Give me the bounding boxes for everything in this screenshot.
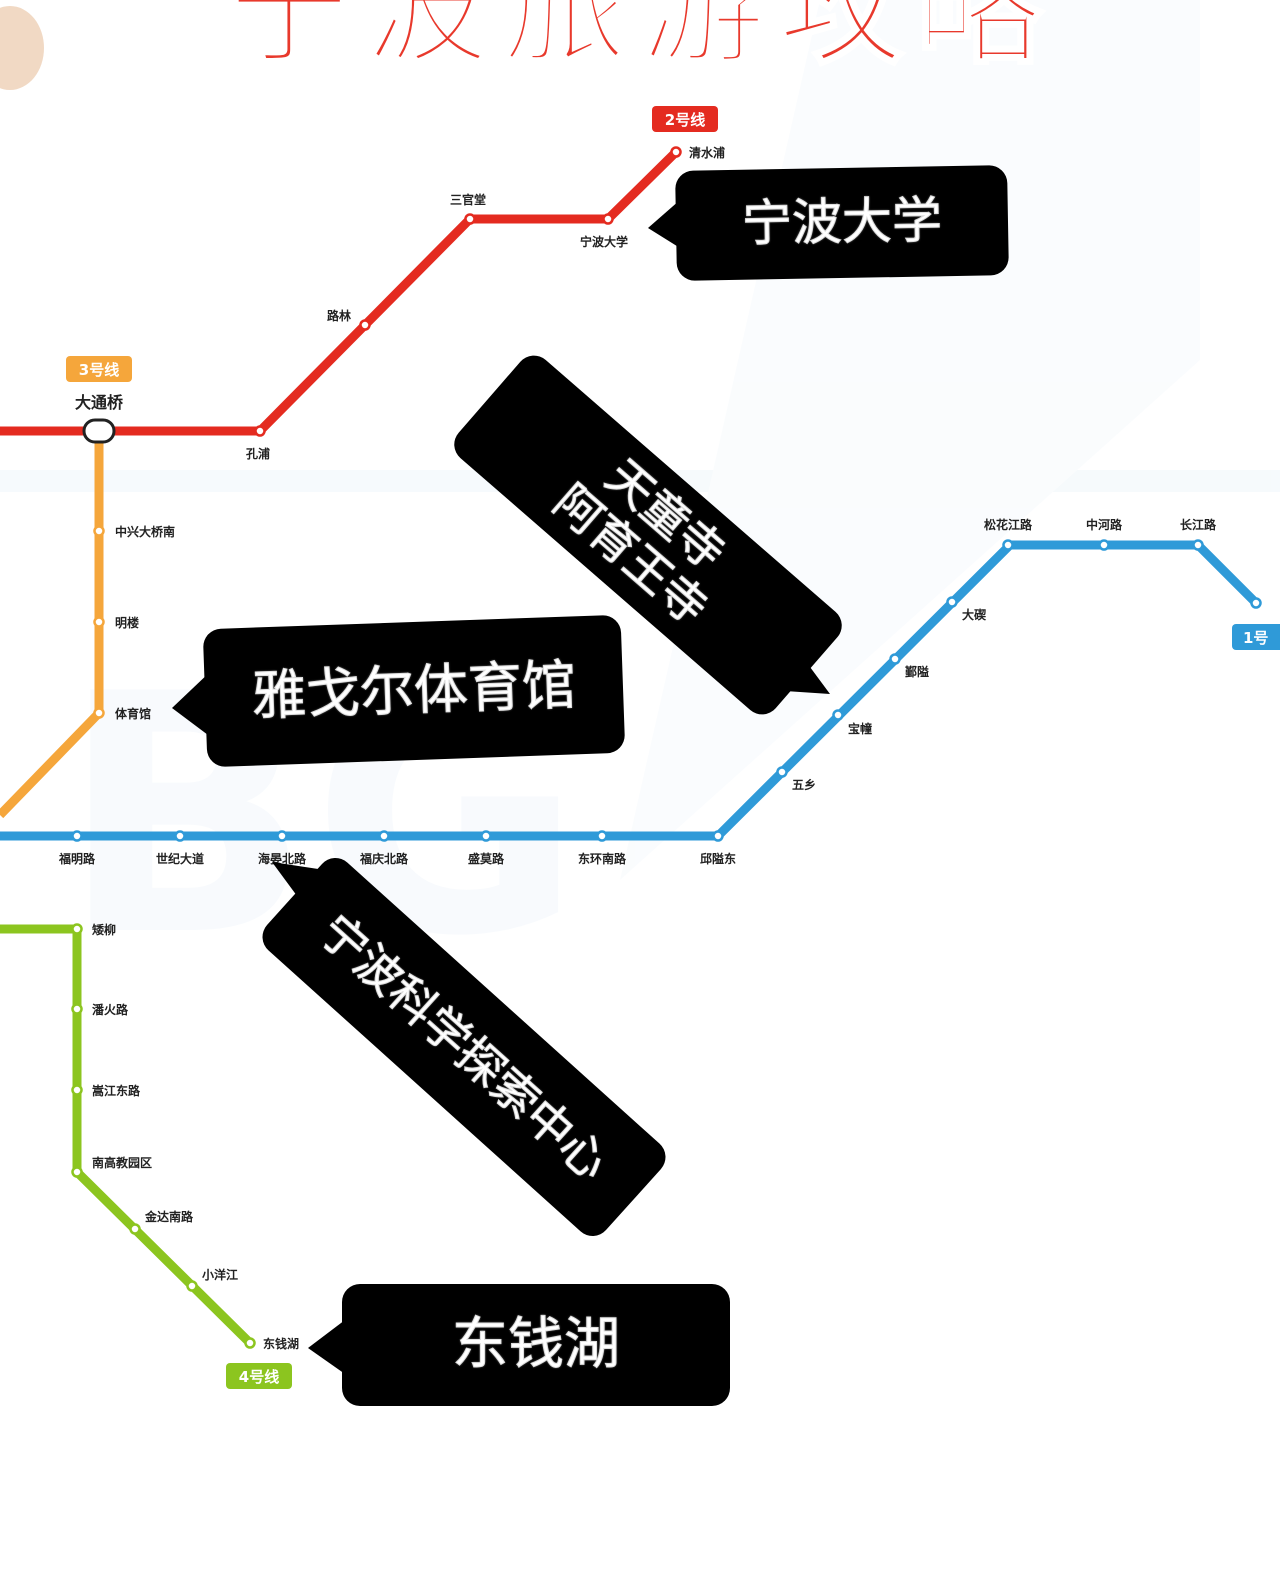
station-label-panhuolu: 潘火路 [92,1002,129,1017]
svg-text:1号: 1号 [1243,629,1268,647]
line2-badge: 2号线 [652,106,718,132]
station-label-fumingrd: 福明路 [58,851,96,866]
station-label-zhonghelu: 中河路 [1086,517,1123,532]
station-jindananlu[interactable] [129,1223,141,1235]
station-label-baochuang: 宝幢 [848,721,872,736]
station-label-jindananlu: 金达南路 [144,1209,194,1224]
station-label-songjiangdonglu: 嵩江东路 [92,1083,141,1098]
station-label-yinzhou: 鄞隘 [905,664,929,679]
station-songjiangdonglu[interactable] [71,1084,83,1096]
station-label-sanguantang: 三官堂 [450,192,486,207]
station-panhuolu[interactable] [71,1003,83,1015]
station-yinzhou[interactable] [889,653,901,665]
station-label-datongqiao: 大通桥 [75,393,124,412]
station-daqi[interactable] [946,596,958,608]
svg-text:2号线: 2号线 [665,111,705,129]
callout-label-ningbo-university: 宁波大学 [741,191,943,253]
callout-tail-ningbo-university [648,200,680,248]
line4-track [0,924,254,1347]
interchange-station-datongqiao[interactable] [82,418,116,444]
station-label-xiaoyangjiang: 小洋江 [202,1267,238,1282]
station-xiaoyangjiang[interactable] [186,1280,198,1292]
callout-dongqian-lake[interactable]: 东钱湖 [342,1284,730,1406]
station-zhonghelu[interactable] [1098,539,1110,551]
station-label-daqi: 大碶 [962,607,987,622]
station-label-haiyanbeilu: 海晏北路 [258,851,307,866]
station-label-donghuannanlu: 东环南路 [578,851,627,866]
station-line1-east-end[interactable] [1250,597,1262,609]
line4-badge: 4号线 [226,1363,292,1389]
line3-stations: 中兴大桥南 明楼 体育馆 [93,524,175,721]
station-label-ningbodaxue: 宁波大学 [580,234,628,249]
line1-stations: 福明路 世纪大道 海晏北路 福庆北路 盛莫路 东环南路 邱隘东 五乡 宝幢 鄞隘… [58,517,1262,866]
title-banner: 宁波旅游攻略 [0,0,1054,90]
line1-badge: 1号 [1232,624,1280,650]
station-yinzhoudong[interactable] [712,830,724,842]
station-shijidadao[interactable] [174,830,186,842]
station-minglou[interactable] [93,616,105,628]
station-tiyuguan[interactable] [93,707,105,719]
station-label-zhongxingdaqiaonan: 中兴大桥南 [115,524,175,539]
callout-yager-gym[interactable]: 雅戈尔体育馆 [202,614,626,768]
station-ningbodaxue[interactable] [602,213,614,225]
station-label-songhuajianglu: 松花江路 [984,517,1033,532]
station-label-wuxiang: 五乡 [792,777,816,792]
station-label-aiyiu: 矮柳 [91,922,116,937]
station-zhongxingdaqiaonan[interactable] [93,525,105,537]
station-dongqianhu[interactable] [244,1337,256,1349]
station-label-minglou: 明楼 [115,615,139,630]
station-baochuang[interactable] [832,709,844,721]
station-label-shijidadao: 世纪大道 [156,851,204,866]
callout-ningbo-university[interactable]: 宁波大学 [675,165,1009,281]
station-kongpu[interactable] [254,425,266,437]
station-label-kongpu: 孔浦 [246,446,270,461]
station-donghuannanlu[interactable] [596,830,608,842]
svg-text:3号线: 3号线 [79,361,119,379]
line2-stations: 清水浦 宁波大学 三官堂 路林 孔浦 [246,145,725,461]
station-haiyanbeilu[interactable] [276,830,288,842]
callout-tail-dongqian-lake [308,1320,345,1374]
callout-label-yager-gym: 雅戈尔体育馆 [250,653,577,728]
station-label-qingshuipu: 清水浦 [689,145,725,160]
station-label-shengmolu: 盛莫路 [468,851,505,866]
station-shengmolu[interactable] [480,830,492,842]
station-aiyiu[interactable] [71,923,83,935]
station-sanguantang[interactable] [464,213,476,225]
callout-label-dongqian-lake: 东钱湖 [452,1311,621,1377]
station-label-nangaojiaoyuanqu: 南高教园区 [92,1155,152,1170]
page-title: 宁波旅游攻略 [226,0,1054,82]
decorative-circle [0,6,44,90]
station-wuxiang[interactable] [776,766,788,778]
station-fuqingbeilu[interactable] [378,830,390,842]
station-qingshuipu[interactable] [670,146,682,158]
callout-tail-yager-gym [172,670,212,738]
station-songhuajianglu[interactable] [1002,539,1014,551]
line3-badge: 3号线 [66,356,132,382]
station-nangaojiaoyuanqu[interactable] [71,1166,83,1178]
station-lulin[interactable] [359,319,371,331]
station-label-tiyuguan: 体育馆 [115,706,151,721]
station-changjianglu[interactable] [1192,539,1204,551]
station-fumingrd[interactable] [71,830,83,842]
station-label-dongqianhu: 东钱湖 [263,1336,299,1351]
station-label-fuqingbeilu: 福庆北路 [359,851,409,866]
svg-text:4号线: 4号线 [239,1368,279,1386]
station-label-changjianglu: 长江路 [1180,517,1217,532]
line4-stations: 矮柳 潘火路 嵩江东路 南高教园区 金达南路 小洋江 东钱湖 [71,922,299,1351]
station-label-lulin: 路林 [327,308,351,323]
station-label-yinzhoudong: 邱隘东 [700,851,736,866]
